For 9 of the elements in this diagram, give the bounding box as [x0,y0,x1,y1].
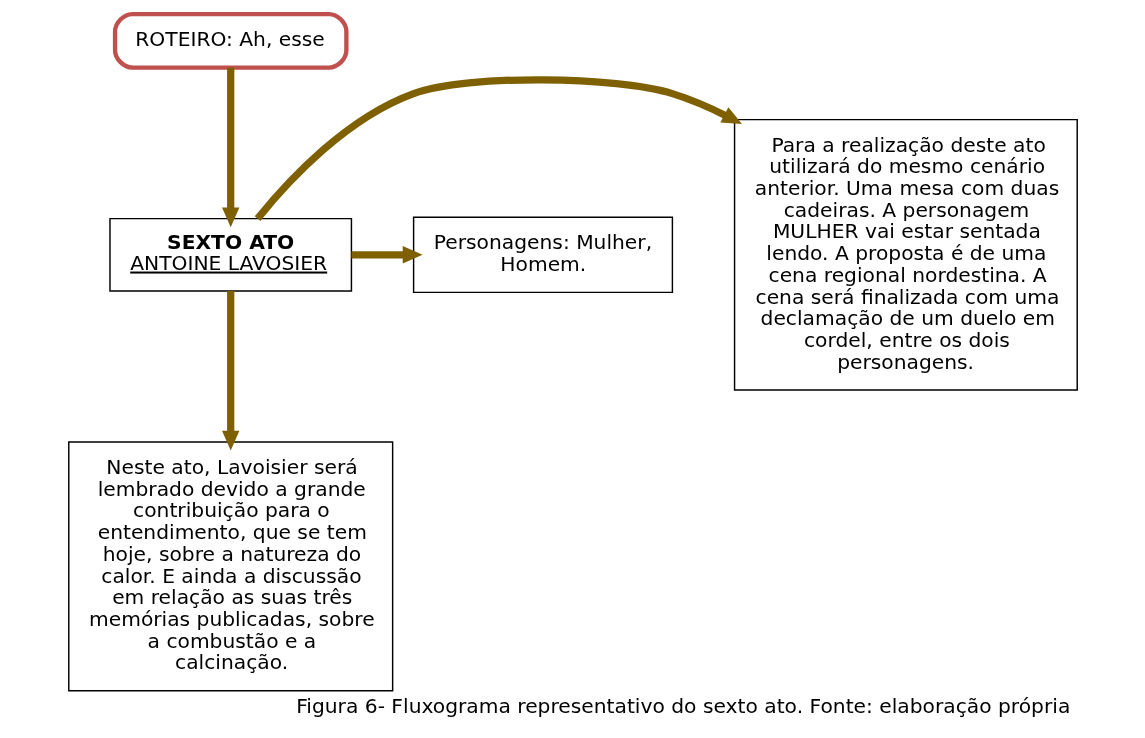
node-box: Para a realização deste ato utilizará do mesmo cenário anterior. Uma mesa com duas cadeiras. A personagem MULHER vai estar sentada lendo. A proposta é de uma cena regional nordestina. A cena será finalizada com uma declamação de um duelo em cordel, entre os dois personagens. [733,118,1078,391]
node-box: SEXTO ATO ANTOINE LAVOSIER [108,217,352,292]
caption: Figura 6- Fluxograma representativo do sexto ato. Fonte: elaboração própria [295,693,1070,718]
arrow [221,67,239,228]
arrow [254,76,742,221]
node-box: ROTEIRO: Ah, esse [112,11,349,70]
node-box: Personagens: Mulher, Homem. [412,216,673,294]
node-box: Neste ato, Lavoisier será lembrado devido a grande contribuição para o entendimento, que se tem hoje, sobre a natureza do calor. E ainda a discussão em relação as suas três memórias publicadas, sobre a combustão e a calcinação. [67,441,393,692]
arrow [351,246,423,264]
